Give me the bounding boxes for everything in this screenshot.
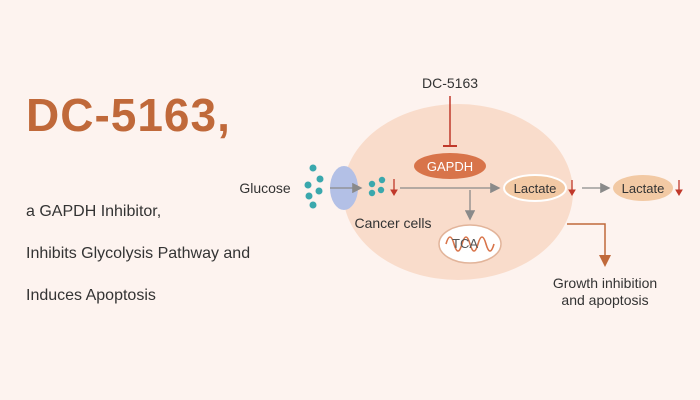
- tca-label: TCA: [452, 236, 478, 251]
- subtitle-line-1: a GAPDH Inhibitor,: [26, 203, 162, 220]
- inhibitor-label: DC-5163: [422, 75, 478, 91]
- glucose-label: Glucose: [239, 180, 291, 196]
- page-title: DC-5163,: [26, 89, 231, 141]
- glucose-dots: [304, 164, 324, 209]
- gapdh-enzyme: [414, 153, 486, 179]
- cancer-cells-label: Cancer cells: [354, 215, 431, 231]
- lactate-outside-label: Lactate: [622, 181, 665, 196]
- outcome-label-line-2: and apoptosis: [561, 292, 648, 308]
- subtitle-line-3: Induces Apoptosis: [26, 287, 156, 304]
- outcome-label-line-1: Growth inhibition: [553, 275, 657, 291]
- subtitle-line-2: Inhibits Glycolysis Pathway and: [26, 245, 251, 262]
- lactate-inside-label: Lactate: [514, 181, 557, 196]
- lactate-outside-node: [613, 175, 673, 201]
- glucose-decrease-icon: [390, 179, 398, 196]
- gapdh-label: GAPDH: [427, 159, 473, 174]
- lactate-outside-decrease-icon: [675, 180, 683, 196]
- lactate-inside-node: [503, 174, 567, 202]
- intracellular-glucose-dots: [368, 176, 386, 197]
- cancer-cell: [343, 104, 573, 280]
- mitochondrion-cristae: [445, 236, 495, 252]
- outcome-arrow: [567, 223, 611, 267]
- lactate-inside-decrease-icon: [568, 180, 576, 196]
